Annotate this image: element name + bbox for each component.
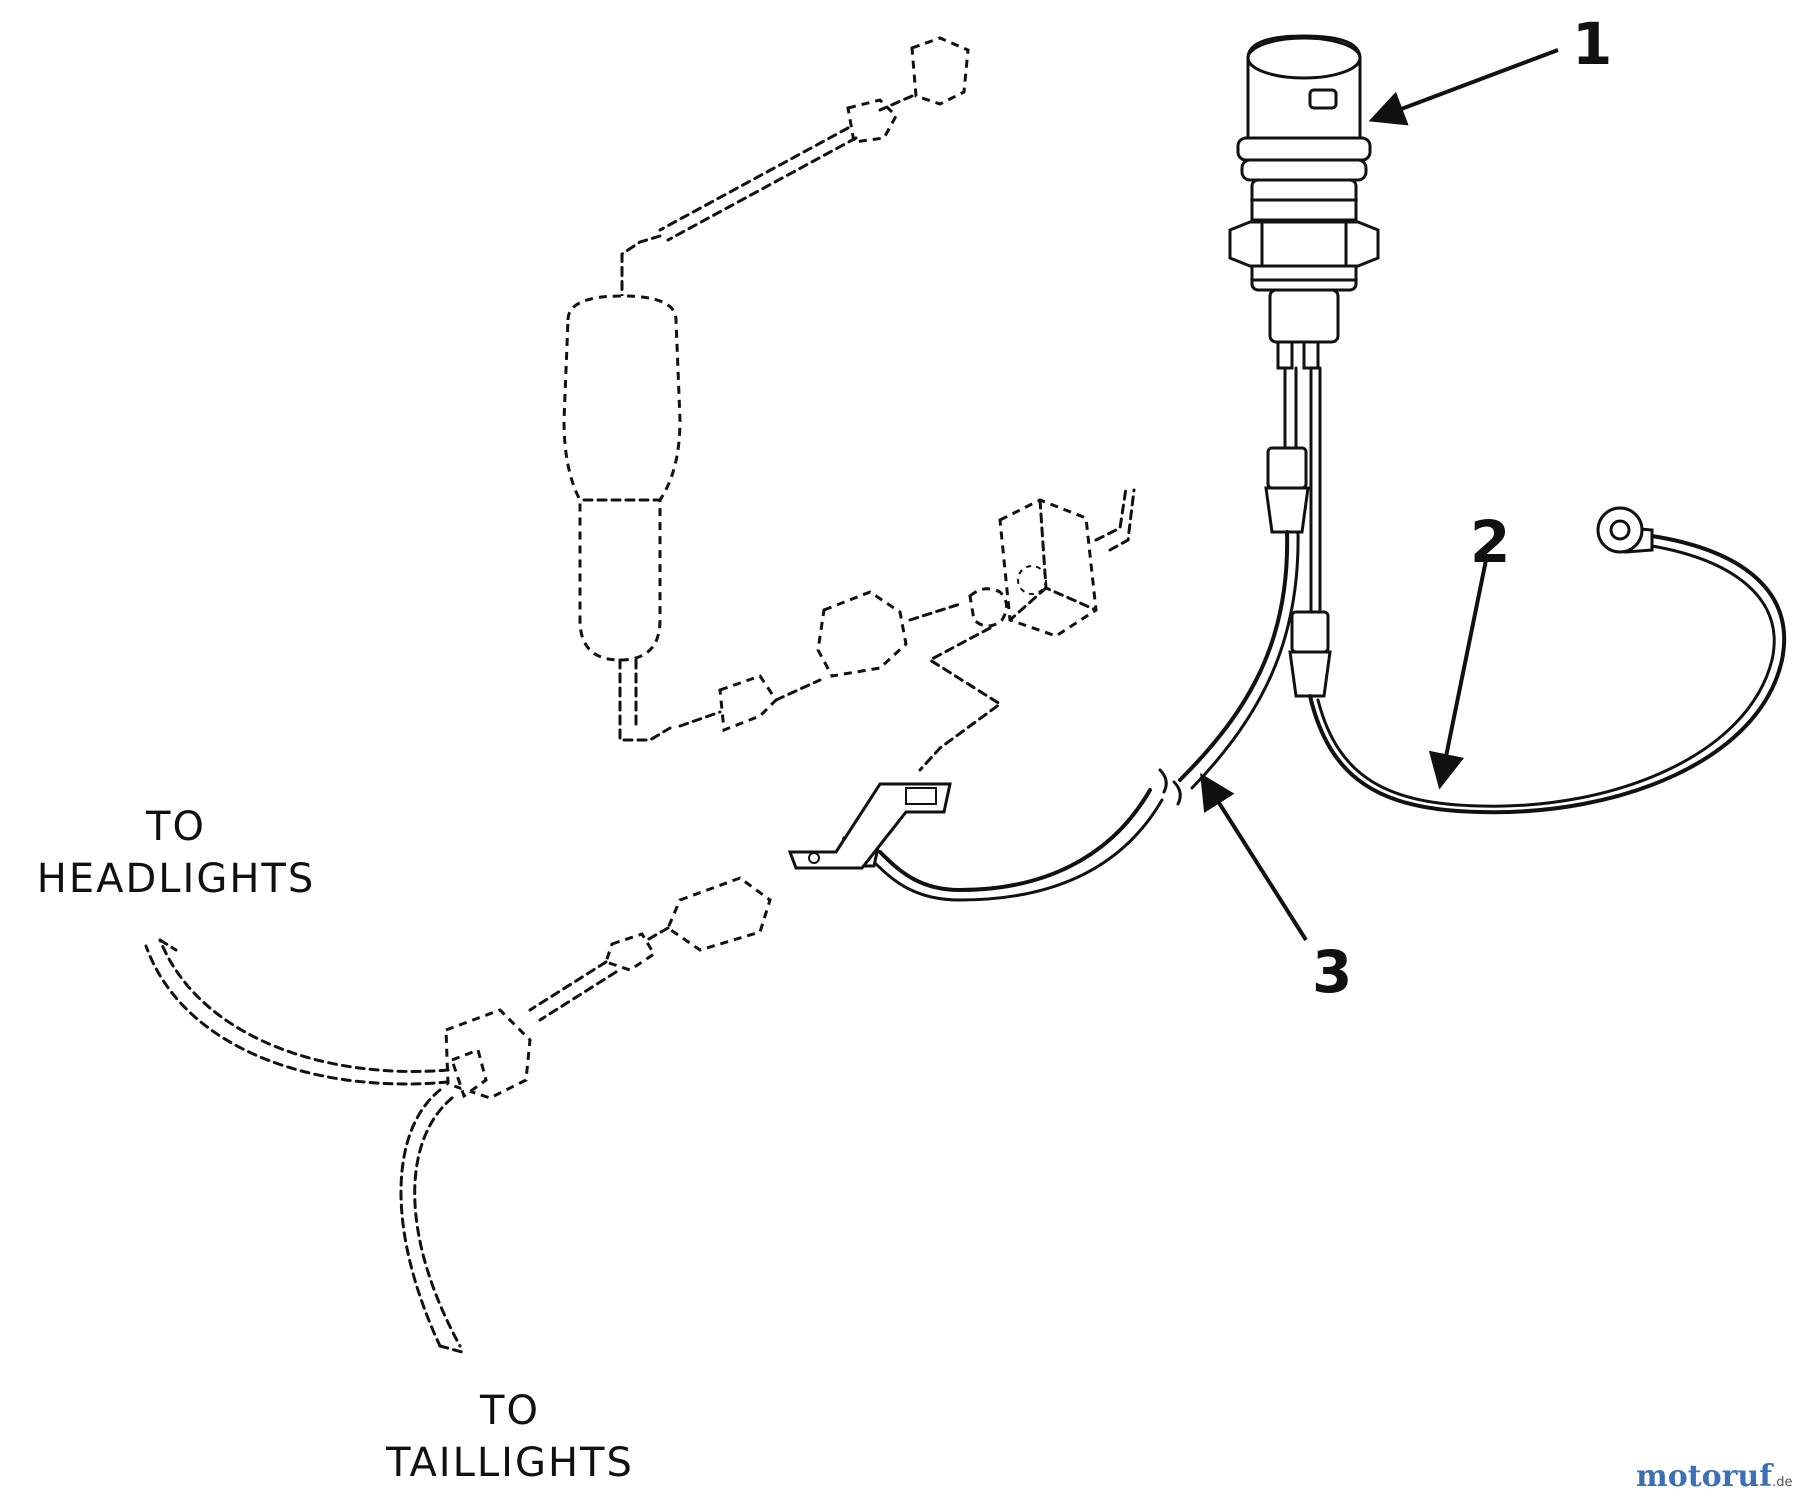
callout-number-2: 2 bbox=[1470, 508, 1510, 576]
label-to-taillights-line2: TAILLIGHTS bbox=[385, 1440, 634, 1486]
light-switch-part-1 bbox=[1228, 34, 1380, 370]
callout-arrow-3 bbox=[1200, 772, 1308, 942]
existing-plug-housing bbox=[562, 294, 682, 742]
harness-wire-part-3 bbox=[872, 530, 1300, 902]
spade-connector-b bbox=[1288, 610, 1332, 698]
existing-connector-chain bbox=[678, 587, 1008, 733]
callout-number-3: 3 bbox=[1312, 938, 1352, 1006]
wire-to-headlights bbox=[144, 938, 450, 1086]
existing-wiring-top bbox=[620, 36, 970, 302]
label-to-headlights-line2: HEADLIGHTS bbox=[37, 856, 316, 902]
spade-connector-a bbox=[1264, 446, 1310, 534]
existing-lower-harness bbox=[444, 876, 772, 1100]
wire-to-taillights bbox=[399, 1088, 464, 1354]
label-to-taillights-line1: TO bbox=[479, 1388, 540, 1434]
callout-number-1: 1 bbox=[1572, 10, 1612, 78]
label-to-headlights-line1: TO bbox=[145, 804, 206, 850]
existing-toggle-switch bbox=[998, 486, 1136, 638]
existing-link-wire bbox=[918, 626, 1003, 772]
callout-arrow-1 bbox=[1368, 48, 1559, 126]
switch-lead-wires bbox=[1283, 366, 1322, 614]
ground-wire-part-2 bbox=[1308, 506, 1787, 815]
watermark-logo: motoruf.de bbox=[1636, 1459, 1793, 1494]
callout-arrow-2 bbox=[1428, 559, 1488, 790]
blade-terminal bbox=[787, 782, 952, 870]
